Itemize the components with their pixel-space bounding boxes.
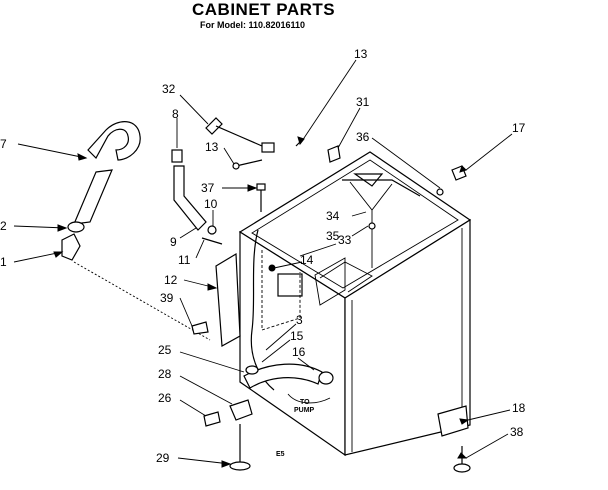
screw-part-13-left bbox=[235, 159, 263, 167]
cabinet-body bbox=[238, 151, 472, 457]
label-11: 11 bbox=[178, 253, 191, 267]
label-2: 2 bbox=[0, 219, 7, 233]
label-28: 28 bbox=[158, 367, 172, 381]
screw-part-11 bbox=[201, 237, 223, 245]
clamp-part-3 bbox=[245, 365, 259, 375]
wire-harness-part-32 bbox=[205, 117, 275, 153]
cabinet-right-face bbox=[344, 218, 471, 456]
harness-plug bbox=[205, 117, 223, 135]
label-37: 37 bbox=[201, 181, 215, 195]
leader-arrowheads bbox=[53, 136, 470, 468]
switch-part-14 bbox=[277, 273, 303, 297]
grommet-part-35 bbox=[368, 222, 376, 230]
dashed-wire-box bbox=[261, 250, 301, 331]
top-bracket bbox=[342, 179, 421, 197]
label-12: 12 bbox=[164, 273, 178, 287]
diagram-code: E5 bbox=[276, 451, 285, 458]
screw-part-36 bbox=[436, 188, 444, 196]
elbow-part-1 bbox=[61, 233, 81, 261]
screw-head-13 bbox=[232, 162, 240, 170]
hinge-part-31 bbox=[327, 145, 341, 163]
label-26: 26 bbox=[158, 391, 172, 405]
label-15: 15 bbox=[290, 329, 304, 343]
inner-baffle bbox=[314, 257, 346, 306]
label-39: 39 bbox=[160, 291, 174, 305]
cabinet-top-inner bbox=[251, 159, 459, 289]
label-31: 31 bbox=[356, 95, 370, 109]
harness-connector bbox=[261, 142, 275, 153]
label-16: 16 bbox=[292, 345, 306, 359]
label-38: 38 bbox=[510, 425, 524, 439]
label-3: 3 bbox=[296, 313, 303, 327]
label-13-right: 13 bbox=[354, 47, 368, 61]
corner-brace-part-18 bbox=[437, 405, 469, 437]
diagram-subtitle: For Model: 110.82016110 bbox=[200, 20, 306, 30]
hose-part-7 bbox=[73, 121, 141, 225]
to-pump-arrow-curve bbox=[287, 393, 331, 404]
label-35: 35 bbox=[326, 229, 340, 243]
drain-hose-parts bbox=[243, 363, 334, 404]
label-18: 18 bbox=[512, 401, 526, 415]
clip-part-26 bbox=[203, 411, 221, 427]
part-labels: 7 2 1 8 32 13 37 10 9 11 12 39 25 28 26 … bbox=[0, 47, 526, 465]
label-9: 9 bbox=[170, 235, 177, 249]
label-36: 36 bbox=[356, 130, 370, 144]
to-pump-text-1: TO bbox=[300, 399, 310, 406]
screw-part-37 bbox=[256, 183, 266, 191]
label-32: 32 bbox=[162, 82, 176, 96]
hose-segment bbox=[73, 169, 113, 225]
washer-part-10 bbox=[207, 225, 217, 235]
label-10: 10 bbox=[204, 197, 218, 211]
hose-bend bbox=[87, 121, 141, 161]
label-8: 8 bbox=[172, 107, 179, 121]
label-17: 17 bbox=[512, 121, 526, 135]
cabinet-lip bbox=[319, 261, 373, 293]
fill-hose-part-9 bbox=[173, 165, 207, 231]
label-34: 34 bbox=[326, 209, 340, 223]
label-13-left: 13 bbox=[205, 140, 219, 154]
diagram-title: CABINET PARTS bbox=[192, 0, 336, 19]
leg-foot-part-29 bbox=[229, 461, 251, 471]
label-7: 7 bbox=[0, 137, 7, 151]
label-1: 1 bbox=[0, 255, 7, 269]
top-hinge-bracket bbox=[353, 173, 384, 187]
label-14: 14 bbox=[300, 253, 314, 267]
label-29: 29 bbox=[156, 451, 170, 465]
pump-bracket-part-28 bbox=[229, 399, 253, 421]
elbow-guide-line bbox=[73, 261, 211, 341]
to-pump-text-2: PUMP bbox=[294, 407, 315, 414]
harness-wire bbox=[215, 125, 263, 147]
clip-part-39 bbox=[191, 321, 209, 335]
leg-foot-part-38 bbox=[453, 463, 471, 473]
fitting-part-8 bbox=[171, 149, 183, 163]
clamp-part-2 bbox=[67, 221, 85, 233]
hose-end bbox=[318, 371, 334, 385]
bracket-part-12 bbox=[215, 252, 241, 347]
label-25: 25 bbox=[158, 343, 172, 357]
leader-lines bbox=[13, 59, 513, 465]
label-33: 33 bbox=[338, 233, 352, 247]
switch-assembly bbox=[250, 229, 303, 391]
